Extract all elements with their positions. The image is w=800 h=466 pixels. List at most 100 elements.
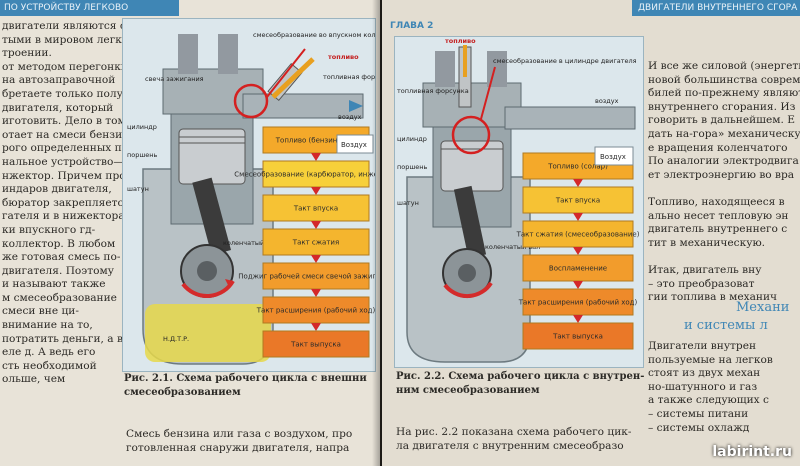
- right-text-line: Топливо, находящееся в: [648, 195, 785, 208]
- left-text-line: гателя и в нижектора: [2, 210, 125, 223]
- mixing-highlight: [233, 83, 269, 119]
- label-rod: шатун: [127, 185, 149, 193]
- flow-box-label: Такт впуска: [293, 205, 338, 213]
- flow-box: [262, 228, 370, 256]
- right-text-line: ет электроэнергию во вра: [648, 168, 795, 181]
- connecting-rod-2: [453, 185, 487, 259]
- left-text-line: двигателя, который: [2, 101, 114, 114]
- label-sump: Н.Д.Т.Р.: [163, 335, 189, 343]
- flow-box-label: Такт расширения (рабочий ход): [518, 299, 638, 307]
- flow-box: [522, 186, 634, 214]
- right-lower-text-line: но-шатунного и газ: [648, 380, 758, 393]
- flow-box-label: Топливо (солар): [547, 163, 608, 171]
- right-lower-text-line: Двигатели внутрен: [648, 340, 757, 352]
- flow-box: [522, 322, 634, 350]
- left-text-line: троении.: [2, 47, 52, 60]
- right-text-line: гии топлива в механич: [648, 291, 778, 304]
- flow-arrow: [311, 255, 321, 263]
- flow-arrow: [311, 153, 321, 161]
- flow-box-label: Такт выпуска: [552, 333, 603, 341]
- right-bottom-line2: ла двигателя с внутренним смесеобразо: [396, 439, 624, 452]
- right-lower-text-line: – системы питани: [648, 407, 749, 420]
- label-cylinder: цилиндр: [127, 123, 157, 131]
- flow-box-label: Такт сжатия (смесеобразование): [516, 231, 640, 239]
- left-caption-line1: Рис. 2.1. Схема рабочего цикла с внешни: [124, 373, 367, 384]
- label-cylinder-2: цилиндр: [397, 135, 427, 143]
- left-text-line: нжектор. Причем проис-: [2, 169, 143, 182]
- left-text-line: еле д. А ведь его: [2, 346, 96, 359]
- right-lower-text-line: – системы охлажд: [648, 421, 750, 434]
- right-text-line: дать на-гора» механическу: [648, 127, 800, 140]
- label-piston: поршень: [127, 151, 158, 159]
- left-bottom-text: Смесь бензина или газа с воздухом, про г…: [126, 428, 352, 455]
- figure-2-1-diagram: смесеобразование во впускном коллекторе …: [127, 31, 375, 365]
- flow-arrow: [573, 179, 583, 187]
- flow-box: [522, 288, 634, 316]
- right-caption-line1: Рис. 2.2. Схема рабочего цикла с внутрен…: [396, 371, 645, 382]
- flow-box-label: Поджиг рабочей смеси свечой зажигания: [238, 273, 375, 281]
- label-spark-plug: свеча зажигания: [145, 75, 204, 83]
- flow-box: [262, 330, 370, 358]
- label-crankshaft-2: коленчатый вал: [485, 243, 540, 251]
- flow-box: [262, 160, 370, 188]
- left-text-line: тыми в мировом легко-: [2, 33, 132, 46]
- flow-arrow: [573, 281, 583, 289]
- watermark-logo: labirint.ru: [712, 444, 792, 460]
- right-text-line: билей по-прежнему являют: [648, 87, 800, 100]
- flow-arrow: [311, 323, 321, 331]
- left-text-line: ольше, чем: [2, 373, 66, 386]
- left-text-line: коллектор. В любом: [2, 237, 116, 250]
- figure-2-2-diagram: смесеобразование в цилиндре двигателя то…: [397, 37, 640, 363]
- left-text-line: потратить деньги, а возду-: [2, 332, 152, 345]
- left-text-column: двигатели являются самы-тыми в мировом л…: [2, 20, 152, 387]
- left-air-box: Воздух: [341, 141, 367, 149]
- right-text-line: И все же силовой (энергети: [648, 60, 800, 72]
- intake-manifold-2: [504, 106, 636, 130]
- flow-arrow: [311, 187, 321, 195]
- fuel-arrow: [271, 57, 315, 99]
- label-air-2: воздух: [595, 97, 619, 105]
- intake-manifold: [242, 93, 364, 119]
- right-text-line: Итак, двигатель вну: [648, 263, 762, 276]
- right-text-line: тит в механическую.: [648, 236, 766, 249]
- mixing-highlight-2: [451, 115, 491, 155]
- left-text-line: отает на смеси бензина: [2, 128, 136, 141]
- section-heading-2: и системы л: [684, 318, 768, 333]
- flow-box-label: Смесеобразование (карбюратор, инжектор): [234, 171, 375, 179]
- right-text-line: новой большинства совреме: [648, 73, 800, 86]
- figure-2-1: смесеобразование во впускном коллекторе …: [122, 18, 376, 372]
- section-heading-1: Механи: [736, 300, 790, 315]
- left-text-line: и называют также: [2, 278, 106, 291]
- right-text-line: говорить в дальнейшем. Е: [648, 114, 795, 127]
- label-fuel: топливо: [328, 53, 359, 61]
- right-text-line: двигатель внутреннего с: [648, 223, 788, 236]
- flow-box-label: Топливо (бензин, газ): [275, 137, 357, 145]
- figure-2-2: смесеобразование в цилиндре двигателя то…: [394, 36, 644, 368]
- label-fuel-2: топливо: [445, 37, 476, 45]
- label-crankshaft: коленчатый вал: [223, 239, 278, 247]
- rotation-arrow-2: [443, 281, 493, 299]
- right-air-box: Воздух: [600, 153, 626, 161]
- right-lower-text-line: а также следующих с: [648, 394, 769, 407]
- left-running-header: ПО УСТРОЙСТВУ ЛЕГКОВО: [0, 0, 179, 16]
- flow-box-label: Такт расширения (рабочий ход): [256, 307, 375, 315]
- left-text-line: индаров двигателя,: [2, 183, 112, 196]
- right-running-header: ДВИГАТЕЛИ ВНУТРЕННЕГО СГОРА: [632, 0, 800, 16]
- label-air: воздух: [338, 113, 362, 121]
- label-injector: топливная форсунка: [323, 73, 375, 81]
- right-text-line: По аналогии электродвига: [648, 155, 799, 168]
- left-text-line: двигатели являются самы-: [2, 20, 153, 32]
- label-rod-2: шатун: [397, 199, 419, 207]
- flow-arrow: [573, 213, 583, 221]
- left-flowchart: Топливо (бензин, газ) Смесеобразование (к…: [234, 126, 375, 358]
- left-text-line: внимание на то,: [2, 319, 93, 332]
- right-text-line: [648, 182, 800, 196]
- label-mixing: смесеобразование во впускном коллекторе: [253, 31, 375, 39]
- right-page: ДВИГАТЕЛИ ВНУТРЕННЕГО СГОРА ГЛАВА 2: [382, 0, 800, 466]
- right-text-line: е вращения коленчатого: [648, 141, 788, 154]
- right-caption-line2: ним смесеобразованием: [396, 385, 540, 396]
- connecting-rod: [192, 177, 232, 256]
